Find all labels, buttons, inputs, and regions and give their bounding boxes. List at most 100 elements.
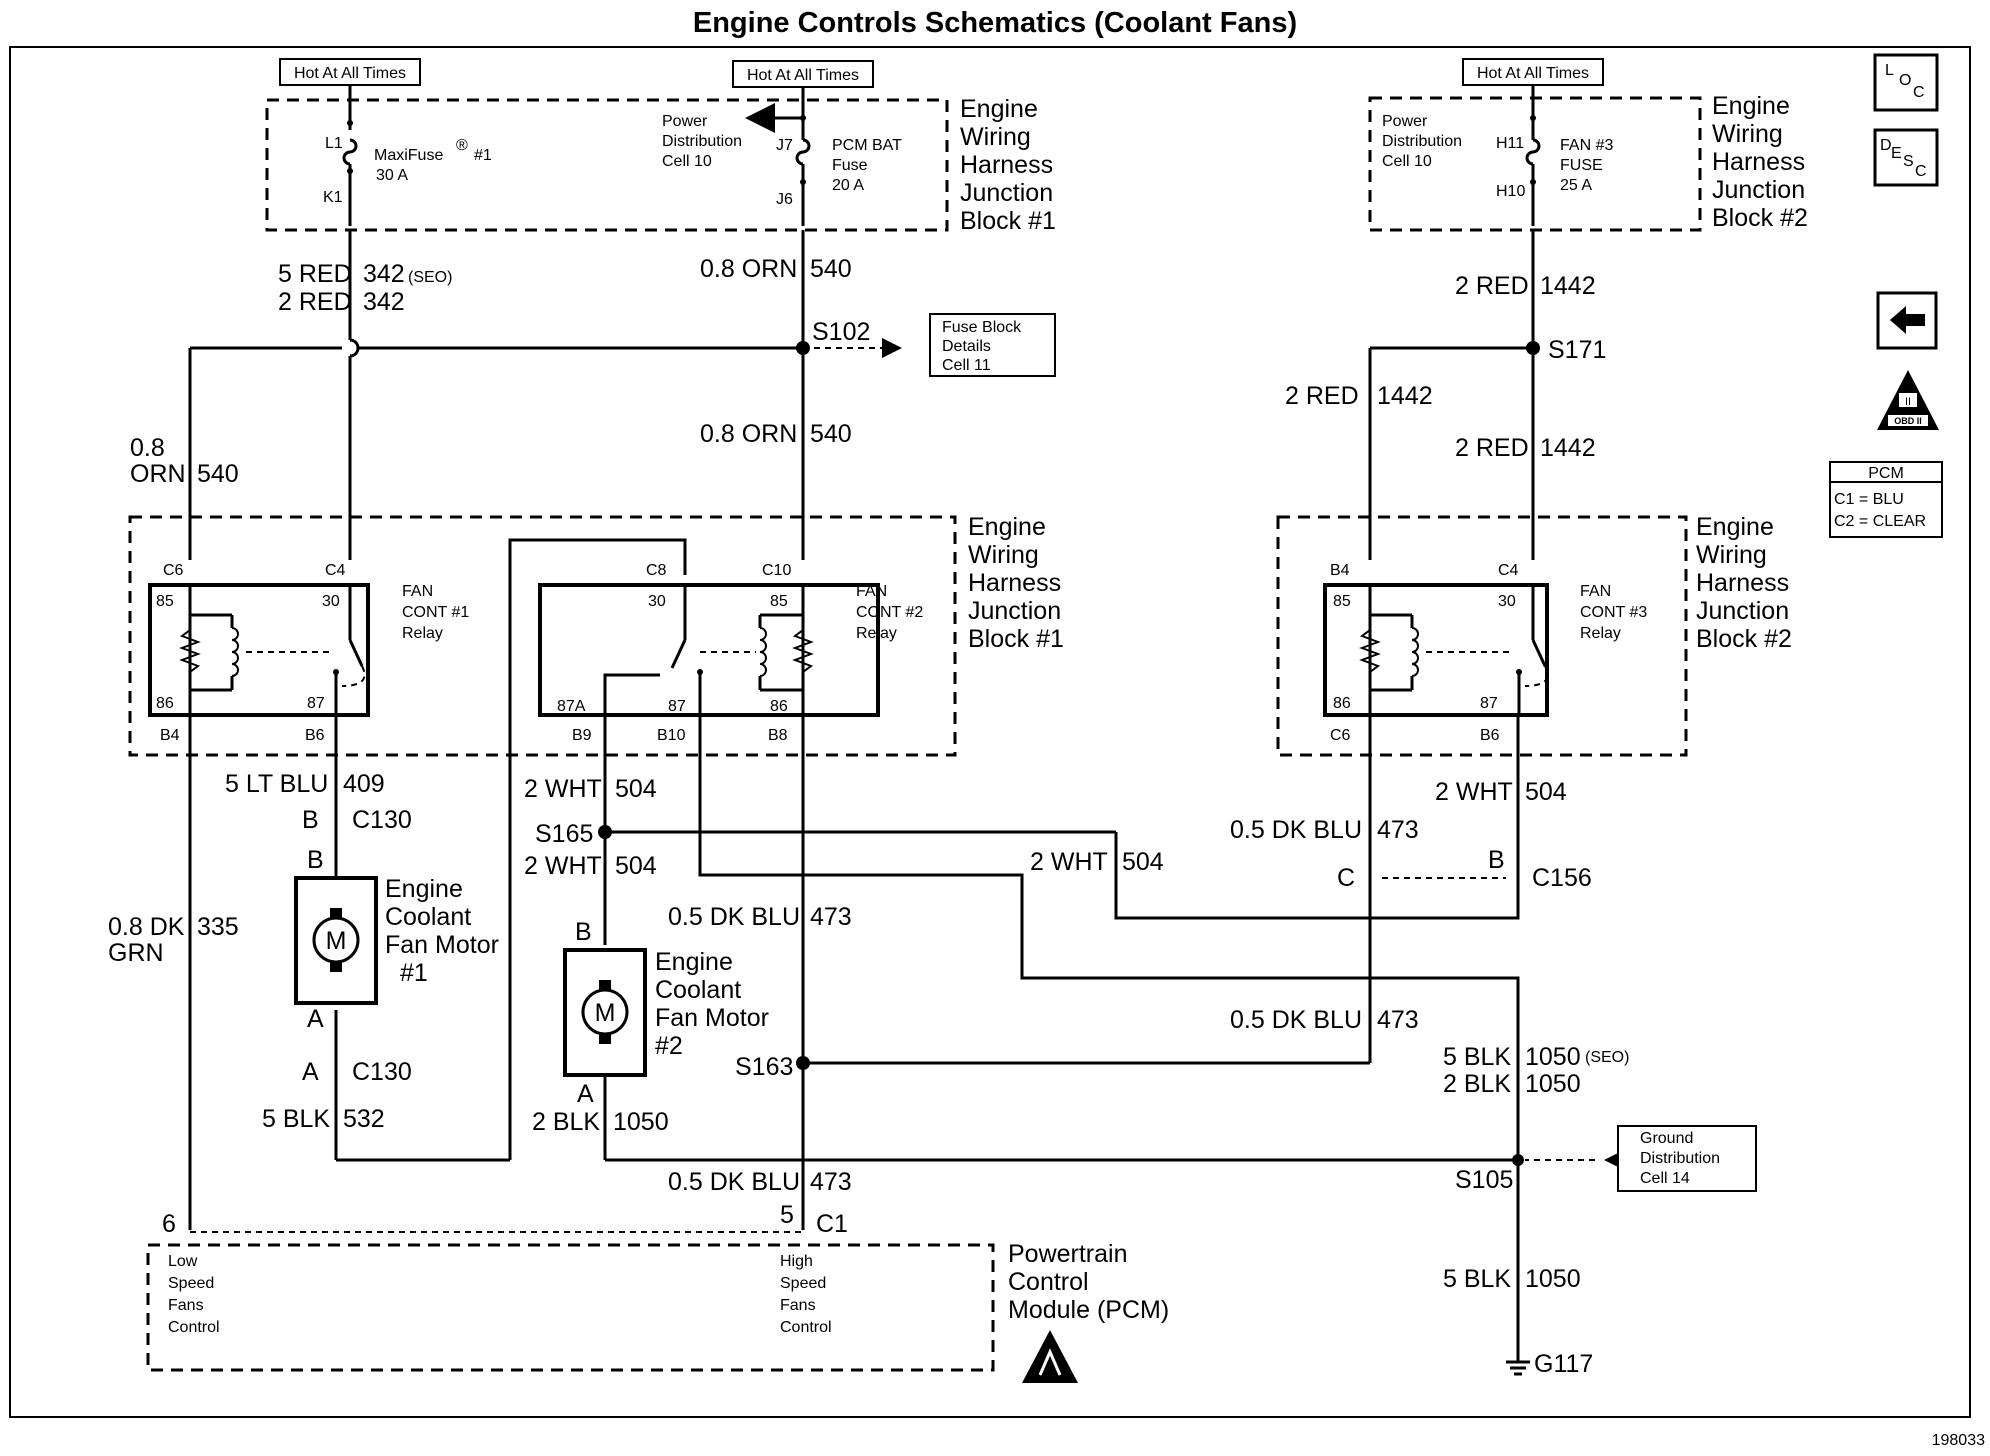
- desc-button[interactable]: D E S C: [1873, 128, 1939, 187]
- svg-text:Power: Power: [1382, 113, 1428, 130]
- junction-block-1-top: [265, 98, 949, 232]
- svg-text:87: 87: [668, 698, 686, 715]
- svg-text:0.8: 0.8: [130, 434, 165, 462]
- svg-text:Relay: Relay: [402, 625, 443, 642]
- svg-text:Fan Motor: Fan Motor: [385, 931, 499, 959]
- svg-text:5 RED: 5 RED: [278, 260, 352, 288]
- svg-text:PCM: PCM: [1868, 465, 1904, 482]
- svg-text:Ground: Ground: [1640, 1130, 1693, 1147]
- svg-text:2 WHT: 2 WHT: [524, 852, 602, 880]
- svg-text:2 WHT: 2 WHT: [1435, 778, 1513, 806]
- svg-text:A: A: [307, 1005, 324, 1033]
- svg-text:30: 30: [1498, 593, 1516, 610]
- svg-text:473: 473: [810, 1168, 852, 1196]
- svg-text:86: 86: [1333, 695, 1351, 712]
- svg-text:5 BLK: 5 BLK: [262, 1105, 330, 1133]
- svg-text:C2 = CLEAR: C2 = CLEAR: [1834, 513, 1926, 530]
- svg-text:Block #2: Block #2: [1696, 625, 1792, 653]
- svg-text:C130: C130: [352, 1058, 412, 1086]
- svg-text:473: 473: [1377, 1006, 1419, 1034]
- svg-text:0.5 DK BLU: 0.5 DK BLU: [668, 1168, 800, 1196]
- svg-text:0.5 DK BLU: 0.5 DK BLU: [1230, 1006, 1362, 1034]
- loc-button[interactable]: L O C: [1873, 53, 1939, 112]
- svg-text:CONT #1: CONT #1: [402, 604, 469, 621]
- svg-text:335: 335: [197, 913, 239, 941]
- svg-text:Junction: Junction: [1696, 597, 1789, 625]
- svg-text:Harness: Harness: [960, 151, 1053, 179]
- svg-text:CONT #2: CONT #2: [856, 604, 923, 621]
- svg-text:504: 504: [1525, 778, 1567, 806]
- jb1-top-name: Engine Wiring Harness Junction Block #1: [960, 95, 1056, 235]
- svg-text:FUSE: FUSE: [1560, 157, 1603, 174]
- relay2-block-name: Engine Wiring Harness Junction Block #1: [968, 513, 1064, 653]
- hot-label-mid: Hot At All Times: [732, 60, 874, 88]
- svg-text:S102: S102: [812, 318, 870, 346]
- svg-text:Wiring: Wiring: [1696, 541, 1767, 569]
- svg-text:Engine: Engine: [655, 948, 733, 976]
- svg-text:Fan Motor: Fan Motor: [655, 1004, 769, 1032]
- svg-text:0.8 ORN: 0.8 ORN: [700, 420, 797, 448]
- svg-text:ORN: ORN: [130, 460, 186, 488]
- svg-text:30: 30: [322, 593, 340, 610]
- svg-text:OBD II: OBD II: [1894, 416, 1922, 426]
- pcm-box: [146, 1243, 995, 1372]
- svg-text:#1: #1: [400, 959, 428, 987]
- svg-text:II: II: [1905, 396, 1911, 408]
- svg-text:Powertrain: Powertrain: [1008, 1240, 1128, 1268]
- svg-text:504: 504: [615, 852, 657, 880]
- splice-s171: [1526, 341, 1540, 355]
- svg-text:Module (PCM): Module (PCM): [1008, 1296, 1169, 1324]
- motor-icon: [294, 876, 378, 1005]
- relay2-box: [538, 583, 880, 717]
- svg-text:FAN: FAN: [1580, 583, 1611, 600]
- svg-text:0.8 ORN: 0.8 ORN: [700, 255, 797, 283]
- svg-text:C: C: [1913, 84, 1925, 101]
- fuse2-line1: PCM BAT: [832, 137, 902, 154]
- figure-id: 198033: [1932, 1432, 1985, 1449]
- fuse2-pin-bot: J6: [776, 191, 793, 208]
- svg-text:S171: S171: [1548, 336, 1606, 364]
- svg-text:Speed: Speed: [168, 1275, 214, 1292]
- svg-text:B4: B4: [1330, 562, 1350, 579]
- fuse1-pin-top: L1: [325, 135, 343, 152]
- svg-text:(SEO): (SEO): [1585, 1049, 1629, 1066]
- svg-text:86: 86: [770, 698, 788, 715]
- fuse-block-ref: Fuse Block Details Cell 11: [929, 313, 1056, 377]
- svg-text:0.5 DK BLU: 0.5 DK BLU: [1230, 816, 1362, 844]
- back-arrow-icon[interactable]: [1876, 291, 1938, 350]
- svg-text:H11: H11: [1496, 135, 1524, 152]
- svg-text:GRN: GRN: [108, 939, 164, 967]
- svg-text:540: 540: [810, 255, 852, 283]
- svg-text:Harness: Harness: [1696, 569, 1789, 597]
- svg-text:FAN: FAN: [402, 583, 433, 600]
- svg-text:C10: C10: [762, 562, 791, 579]
- fuse2-line3: 20 A: [832, 177, 864, 194]
- svg-text:Engine: Engine: [1712, 92, 1790, 120]
- svg-text:1050: 1050: [1525, 1265, 1581, 1293]
- svg-text:FAN: FAN: [856, 583, 887, 600]
- relay1-block: [128, 515, 957, 757]
- svg-text:CONT #3: CONT #3: [1580, 604, 1647, 621]
- svg-text:0.5 DK BLU: 0.5 DK BLU: [668, 903, 800, 931]
- svg-text:540: 540: [810, 420, 852, 448]
- esd-sensitive-icon: [1022, 1330, 1078, 1383]
- fuse1-name: MaxiFuse: [374, 147, 443, 164]
- pdc-line2: Distribution: [662, 133, 742, 150]
- svg-text:C4: C4: [325, 562, 346, 579]
- svg-text:504: 504: [1122, 848, 1164, 876]
- svg-text:1442: 1442: [1540, 272, 1596, 300]
- svg-text:O: O: [1899, 72, 1911, 89]
- svg-text:2 WHT: 2 WHT: [1030, 848, 1108, 876]
- svg-text:504: 504: [615, 775, 657, 803]
- svg-text:Control: Control: [1008, 1268, 1089, 1296]
- svg-text:C: C: [1915, 163, 1927, 180]
- svg-text:473: 473: [1377, 816, 1419, 844]
- fuse1-pin-bot: K1: [323, 189, 343, 206]
- obd-ii-icon: II OBD II: [1877, 370, 1939, 430]
- svg-text:473: 473: [810, 903, 852, 931]
- svg-text:85: 85: [156, 593, 174, 610]
- svg-text:S163: S163: [735, 1053, 793, 1081]
- svg-text:Fans: Fans: [168, 1297, 204, 1314]
- pdc-line3: Cell 10: [662, 153, 712, 170]
